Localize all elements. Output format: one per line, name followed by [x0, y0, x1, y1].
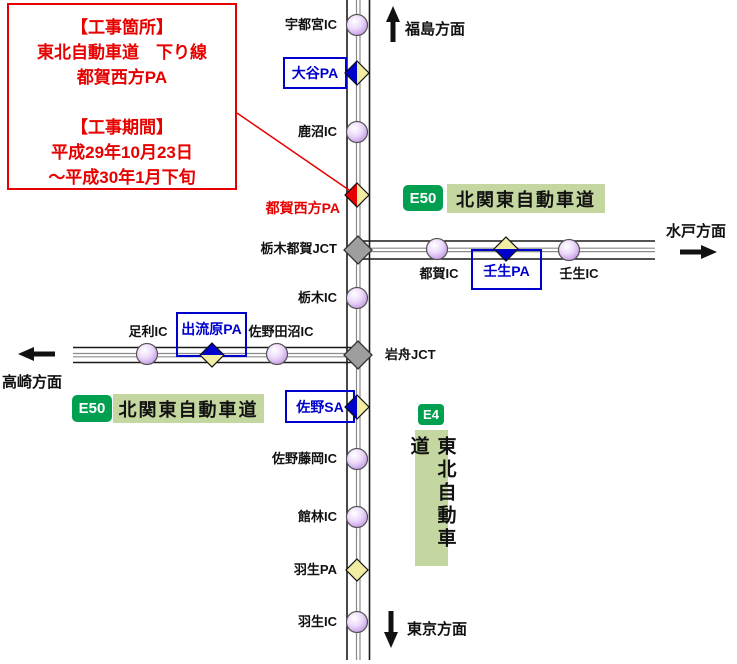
callout-line: 【工事期間】: [71, 118, 173, 137]
ashikaga-ic-label: 足利IC: [128, 324, 168, 339]
iwafune-jct-label: 岩舟JCT: [385, 347, 436, 362]
hanyu-ic-marker: [345, 610, 369, 634]
hanyu-ic-label: 羽生IC: [297, 614, 337, 629]
callout-line: ～平成30年1月下旬: [48, 168, 196, 187]
mibu-pa-box: 壬生PA: [471, 249, 542, 290]
callout-line: 平成29年10月23日: [51, 143, 193, 162]
tatebayashi-ic-marker: [345, 505, 369, 529]
utsunomiya-ic-label: 宇都宮IC: [284, 17, 337, 32]
e50-badge-west: E50: [72, 395, 112, 422]
sanofujioka-ic-label: 佐野藤岡IC: [271, 451, 337, 466]
tochigitsuga-jct-marker: [343, 235, 373, 265]
sano-sa-box: 佐野SA: [285, 390, 355, 423]
construction-notice-box: 【工事箇所】 東北自動車道 下り線 都賀西方PA 【工事期間】 平成29年10月…: [7, 3, 237, 190]
callout-line: [9, 90, 235, 115]
oya-pa-marker: [344, 60, 370, 86]
tochigi-ic-label: 栃木IC: [297, 290, 337, 305]
north-arrow-icon: [386, 6, 400, 42]
utsunomiya-ic-marker: [345, 13, 369, 37]
izuruhara-pa-box: 出流原PA: [176, 312, 247, 357]
east-arrow-icon: [680, 245, 717, 259]
tsuga-ic-marker: [425, 237, 449, 261]
south-arrow-icon: [384, 611, 398, 648]
sanotanuma-ic-marker: [265, 342, 289, 366]
direction-mito: 水戸方面: [666, 223, 727, 240]
kanuma-ic-label: 鹿沼IC: [297, 124, 337, 139]
e50-badge-east: E50: [403, 185, 443, 211]
sanofujioka-ic-marker: [345, 447, 369, 471]
oya-pa-box: 大谷PA: [283, 57, 347, 89]
callout-line: 東北自動車道 下り線: [37, 43, 207, 62]
callout-line: 都賀西方PA: [76, 68, 168, 87]
direction-fukushima: 福島方面: [405, 21, 466, 38]
mibu-ic-label: 壬生IC: [559, 266, 599, 281]
sanotanuma-ic-label: 佐野田沼IC: [248, 324, 314, 339]
tochigitsuga-jct-label: 栃木都賀JCT: [260, 241, 337, 256]
tsuga-ic-label: 都賀IC: [419, 266, 459, 281]
kitakanto-name-east: 北関東自動車道: [447, 184, 605, 213]
direction-takasaki: 高崎方面: [2, 374, 63, 391]
kanuma-ic-marker: [345, 120, 369, 144]
hanyu-pa-label: 羽生PA: [293, 562, 337, 577]
tsuganishikata-pa-marker: [344, 182, 370, 208]
direction-tokyo: 東京方面: [407, 621, 468, 638]
kitakanto-name-west: 北関東自動車道: [113, 394, 264, 423]
hanyu-pa-marker: [345, 558, 369, 582]
iwafune-jct-marker: [343, 340, 373, 370]
tsuganishikata-pa-label: 都賀西方PA: [265, 200, 340, 216]
tatebayashi-ic-label: 館林IC: [297, 509, 337, 524]
e4-badge: E4: [418, 404, 444, 425]
ashikaga-ic-marker: [135, 342, 159, 366]
tohoku-expressway-road: [346, 0, 371, 660]
callout-line: 【工事箇所】: [71, 18, 173, 37]
mibu-ic-marker: [557, 238, 581, 262]
tochigi-ic-marker: [345, 286, 369, 310]
tohoku-name-vertical: 東北自動車道: [408, 430, 456, 566]
west-arrow-icon: [18, 347, 55, 361]
